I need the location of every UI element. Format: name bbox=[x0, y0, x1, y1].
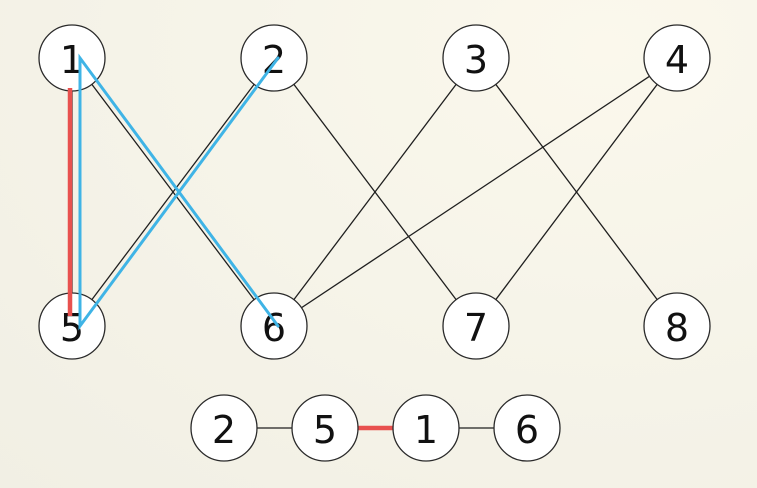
edge-n3-n6 bbox=[273, 57, 477, 327]
node-circle bbox=[643, 24, 711, 92]
graph-edges bbox=[71, 57, 678, 327]
path-row-node-circle bbox=[493, 394, 561, 462]
edge-n4-n6 bbox=[273, 57, 678, 327]
edge-n4-n7 bbox=[475, 57, 678, 327]
node-label: 7 bbox=[464, 306, 488, 350]
edge-n2-n5 bbox=[71, 57, 275, 327]
path-row-node-circle bbox=[291, 394, 359, 462]
path-row-node-6: 6 bbox=[493, 394, 561, 462]
node-1: 1 bbox=[38, 24, 106, 92]
node-label: 4 bbox=[665, 38, 689, 82]
path-row-node-label: 5 bbox=[313, 408, 337, 452]
node-label: 3 bbox=[464, 38, 488, 82]
path-row-node-1: 1 bbox=[392, 394, 460, 462]
node-7: 7 bbox=[442, 292, 510, 360]
node-label: 8 bbox=[665, 306, 689, 350]
path-row-node-5: 5 bbox=[291, 394, 359, 462]
node-circle bbox=[240, 24, 308, 92]
node-2: 2 bbox=[240, 24, 308, 92]
node-6: 6 bbox=[240, 292, 308, 360]
node-4: 4 bbox=[643, 24, 711, 92]
path-row-nodes: 2 5 1 6 bbox=[190, 394, 561, 462]
path-row-node-circle bbox=[190, 394, 258, 462]
path-row-node-label: 1 bbox=[414, 408, 438, 452]
augmenting-path-line bbox=[78, 53, 280, 331]
node-circle bbox=[442, 292, 510, 360]
path-row-node-label: 6 bbox=[515, 408, 539, 452]
augmenting-path bbox=[78, 53, 280, 331]
path-row-node-circle bbox=[392, 394, 460, 462]
node-circle bbox=[240, 292, 308, 360]
node-8: 8 bbox=[643, 292, 711, 360]
node-circle bbox=[442, 24, 510, 92]
path-row-node-2: 2 bbox=[190, 394, 258, 462]
path-row-node-label: 2 bbox=[212, 408, 236, 452]
node-label: 6 bbox=[262, 306, 286, 350]
node-circle bbox=[643, 292, 711, 360]
node-3: 3 bbox=[442, 24, 510, 92]
